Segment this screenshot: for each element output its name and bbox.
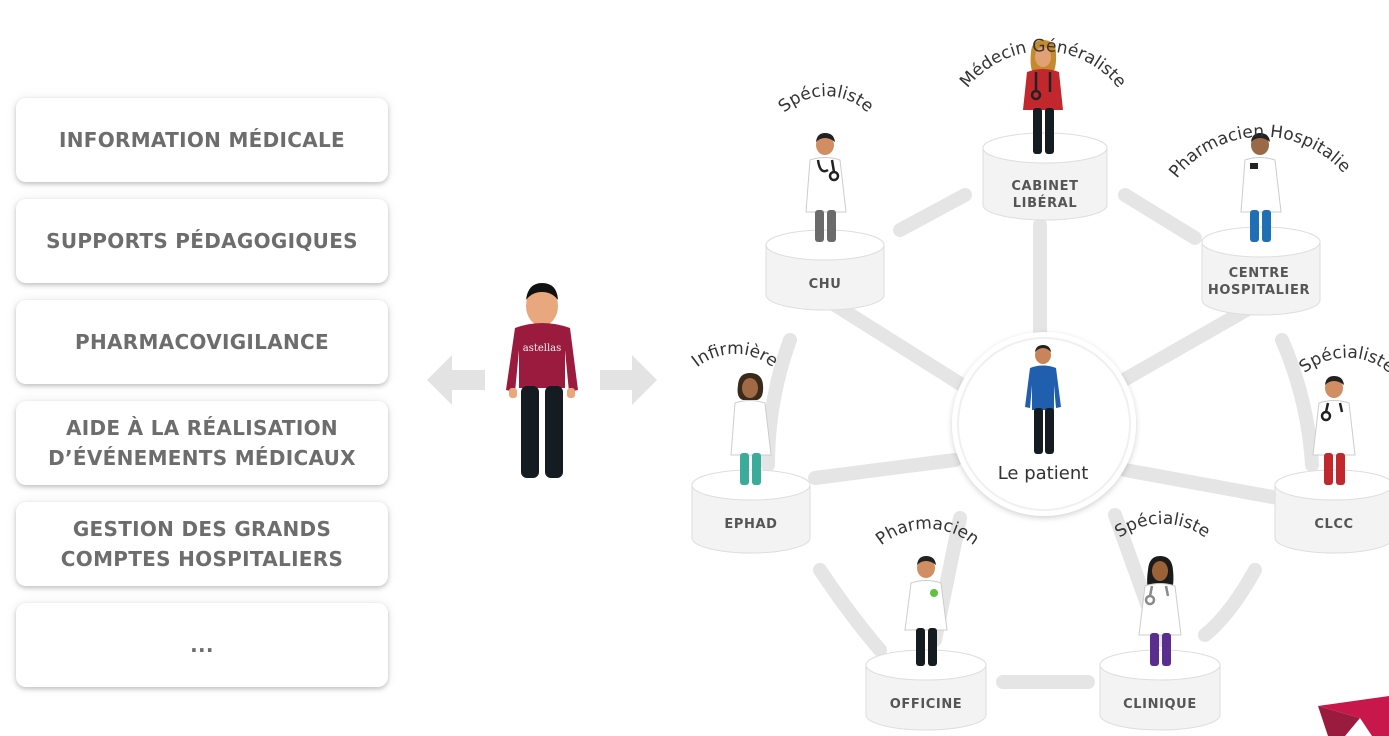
specialiste-figure	[1138, 556, 1182, 666]
right-arrow-icon	[600, 355, 657, 405]
role-label: Spécialiste	[775, 81, 878, 117]
pharmacien-figure	[904, 556, 948, 666]
specialiste-figure	[1312, 376, 1356, 485]
service-box-evenements-medicaux: AIDE À LA RÉALISATION D’ÉVÉNEMENTS MÉDIC…	[16, 401, 388, 485]
place-label: EPHAD	[724, 517, 777, 532]
astellas-star-logo	[1318, 696, 1389, 736]
patient-label: Le patient	[998, 463, 1089, 484]
role-label: Infirmière	[688, 339, 782, 372]
place-label: CLINIQUE	[1123, 697, 1197, 712]
pedestal	[691, 469, 811, 554]
place-label: CLCC	[1314, 517, 1353, 532]
astellas-shirt-logo: astellas	[523, 343, 562, 354]
station-ephad: EPHAD Infirmière	[688, 339, 811, 554]
service-box-pharmacovigilance: PHARMACOVIGILANCE	[16, 300, 388, 384]
service-list: INFORMATION MÉDICALE SUPPORTS PÉDAGOGIQU…	[16, 98, 388, 704]
pedestal	[1274, 469, 1389, 554]
patient-figure	[1025, 345, 1061, 454]
station-clcc: CLCC Spécialiste	[1274, 342, 1389, 554]
service-box-information-medicale: INFORMATION MÉDICALE	[16, 98, 388, 182]
pedestal	[765, 229, 885, 311]
left-arrow-icon	[427, 355, 485, 405]
pedestal	[865, 649, 987, 731]
generaliste-figure	[1023, 40, 1063, 154]
station-centre-hospitalier: CENTRE HOSPITALIER Pharmacien Hospitalie…	[0, 0, 1355, 316]
place-label-line2: LIBÉRAL	[1013, 195, 1077, 211]
specialiste-figure	[805, 133, 847, 242]
service-box-grands-comptes: GESTION DES GRANDS COMPTES HOSPITALIERS	[16, 502, 388, 586]
station-cabinet-liberal: CABINET LIBÉRAL Médecin Généraliste	[956, 36, 1130, 221]
station-officine: OFFICINE Pharmacien	[865, 513, 987, 731]
pedestal	[1201, 226, 1321, 316]
service-box-supports-pedagogiques: SUPPORTS PÉDAGOGIQUES	[16, 199, 388, 283]
station-chu: CHU Spécialiste	[765, 81, 885, 311]
pedestal	[1099, 649, 1221, 731]
pharmacien-hospitalier-figure	[1240, 133, 1282, 242]
place-label-line1: CABINET	[1011, 179, 1078, 194]
role-label: Spécialiste	[1111, 509, 1213, 542]
station-clinique: CLINIQUE Spécialiste	[1099, 509, 1221, 731]
role-label: Spécialiste	[1296, 342, 1389, 377]
patient-circle: Le patient	[952, 332, 1136, 516]
astellas-representative: astellas	[506, 283, 578, 478]
role-label: Pharmacien Hospitalier	[0, 0, 1355, 182]
place-label: CHU	[809, 277, 842, 292]
infirmiere-figure	[730, 373, 772, 485]
place-label-line1: CENTRE	[1229, 266, 1290, 281]
place-label-line2: HOSPITALIER	[1208, 283, 1310, 298]
place-label: OFFICINE	[890, 697, 963, 712]
service-box-more: ...	[16, 603, 388, 687]
